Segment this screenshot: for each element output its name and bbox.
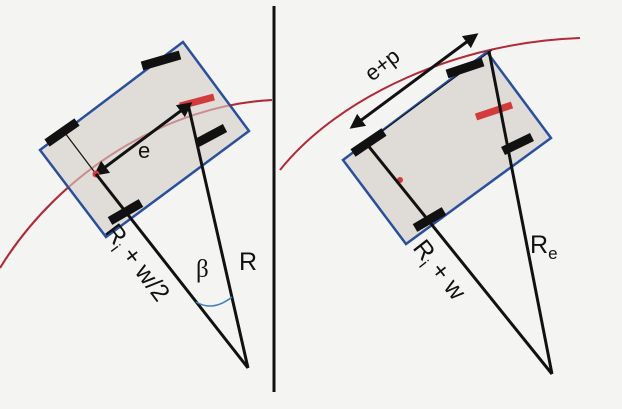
- left-e-arrow: [93, 102, 193, 176]
- left-wheel-front-right: [194, 124, 228, 147]
- left-label-ri-w2: Ri + w/2: [96, 219, 175, 309]
- right-label-re: Re: [530, 231, 558, 263]
- left-label-beta: β: [196, 256, 209, 283]
- right-ep-dimension-line: [365, 49, 493, 144]
- left-beta-angle-arc: [195, 296, 233, 307]
- left-label-r: R: [239, 248, 257, 276]
- left-radius-line: [186, 103, 250, 369]
- left-wheel-rear-left: [44, 118, 80, 147]
- left-wheel-front-left: [140, 50, 182, 71]
- left-inner-radius-line: [94, 173, 250, 369]
- left-panel: e Ri + w/2 β R: [0, 40, 273, 369]
- right-label-ri-w: Ri + w: [404, 234, 472, 308]
- right-panel: e+p Ri + w Re: [279, 33, 581, 375]
- right-red-marker: [474, 101, 514, 121]
- left-label-e: e: [138, 138, 150, 163]
- right-ep-arrow: [349, 33, 479, 129]
- right-label-ep: e+p: [360, 43, 405, 86]
- left-axle-line: [64, 132, 97, 175]
- right-wheel-rear-left: [350, 128, 387, 157]
- right-outer-radius-line: [487, 50, 554, 375]
- right-inner-radius-line: [364, 142, 554, 375]
